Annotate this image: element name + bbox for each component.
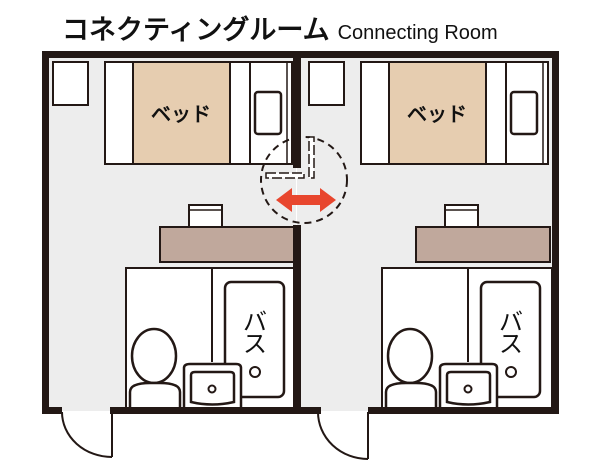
page-title: コネクティングルーム Connecting Room — [62, 8, 498, 47]
toilet — [130, 327, 178, 385]
title-english: Connecting Room — [337, 22, 498, 44]
title-japanese: コネクティングルーム — [62, 15, 330, 46]
bath-label-2: ス — [499, 330, 523, 358]
bath-label-1: バ — [243, 308, 267, 336]
bath-label-1: バ — [499, 308, 523, 336]
bathroom: バ ス — [125, 267, 297, 412]
pillow — [509, 90, 539, 136]
drain — [505, 366, 517, 378]
bath-label-2: ス — [243, 330, 267, 358]
desk — [159, 226, 295, 263]
entrance-door-left — [61, 411, 113, 458]
chair — [188, 204, 223, 228]
room-right: ベッド バ ス — [308, 61, 553, 412]
pillow — [253, 90, 283, 136]
bed: ベッド — [360, 61, 549, 165]
side-table — [52, 61, 89, 106]
walls — [42, 51, 559, 414]
toilet — [386, 327, 434, 385]
room-left: ベッド バ ス — [52, 61, 297, 412]
connecting-arrow-icon — [276, 188, 336, 212]
connecting-door — [260, 136, 348, 224]
bathroom: バ ス — [381, 267, 553, 412]
chair — [444, 204, 479, 228]
desk — [415, 226, 551, 263]
drain — [249, 366, 261, 378]
bed-label: ベッド — [407, 102, 467, 126]
side-table — [308, 61, 345, 106]
bed: ベッド — [104, 61, 293, 165]
bed-label: ベッド — [151, 102, 211, 126]
entrance-door-right — [317, 411, 369, 460]
